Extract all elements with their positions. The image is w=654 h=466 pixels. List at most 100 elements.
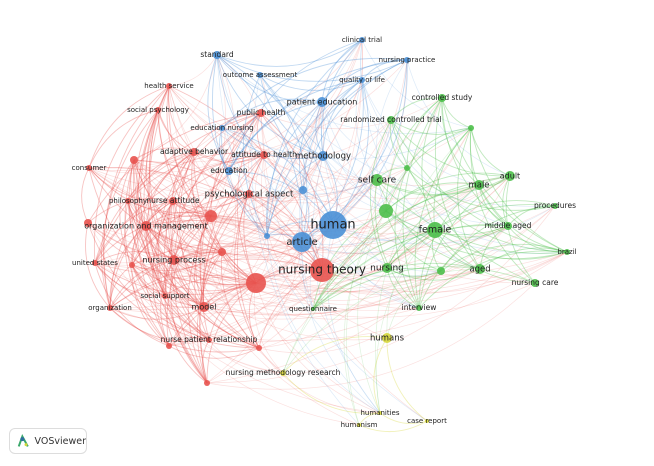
node-label[interactable]: nursing process xyxy=(142,256,205,265)
network-node[interactable] xyxy=(155,107,161,113)
node-label[interactable]: female xyxy=(419,225,452,236)
network-node[interactable] xyxy=(378,411,382,415)
network-node[interactable] xyxy=(206,337,212,343)
node-label[interactable]: self care xyxy=(358,176,397,186)
network-node[interactable] xyxy=(382,333,392,343)
node-label[interactable]: standard xyxy=(200,50,234,59)
network-node[interactable] xyxy=(438,94,446,102)
node-label[interactable]: quality of life xyxy=(339,76,385,84)
network-node[interactable] xyxy=(404,57,410,63)
network-node[interactable] xyxy=(166,83,172,89)
node-label[interactable]: male xyxy=(468,181,489,191)
node-label[interactable]: nursing theory xyxy=(278,263,366,277)
network-node[interactable] xyxy=(246,273,266,293)
network-node[interactable] xyxy=(86,165,92,171)
node-label[interactable]: organization and management xyxy=(84,222,207,231)
node-label[interactable]: brazil xyxy=(557,248,576,256)
node-label[interactable]: nursing methodology research xyxy=(226,368,341,377)
network-node[interactable] xyxy=(416,305,422,311)
network-node[interactable] xyxy=(257,109,265,117)
network-node[interactable] xyxy=(264,233,270,239)
network-node[interactable] xyxy=(504,222,512,230)
node-label[interactable]: philosophy xyxy=(109,197,147,205)
network-node[interactable] xyxy=(359,77,365,83)
network-node[interactable] xyxy=(371,174,383,186)
network-node[interactable] xyxy=(190,148,198,156)
network-node[interactable] xyxy=(129,262,135,268)
network-node[interactable] xyxy=(427,222,443,238)
network-node[interactable] xyxy=(425,419,429,423)
network-node[interactable] xyxy=(107,305,113,311)
node-label[interactable]: education nursing xyxy=(190,124,253,132)
node-label[interactable]: humanities xyxy=(360,409,399,417)
node-label[interactable]: nursing practice xyxy=(379,56,436,64)
network-node[interactable] xyxy=(299,186,307,194)
node-label[interactable]: patient education xyxy=(287,98,358,107)
network-node[interactable] xyxy=(468,125,474,131)
node-label[interactable]: nurse attitude xyxy=(146,196,200,205)
network-node[interactable] xyxy=(141,221,151,231)
node-label[interactable]: consumer xyxy=(72,164,107,172)
node-label[interactable]: methodology xyxy=(295,152,351,162)
network-node[interactable] xyxy=(359,37,365,43)
network-node[interactable] xyxy=(319,211,347,239)
network-node[interactable] xyxy=(213,51,221,59)
node-label[interactable]: united states xyxy=(72,259,118,267)
network-node[interactable] xyxy=(162,293,168,299)
network-node[interactable] xyxy=(379,204,393,218)
node-label[interactable]: interview xyxy=(402,303,437,312)
network-node[interactable] xyxy=(552,203,558,209)
node-label[interactable]: public health xyxy=(237,108,286,117)
vosviewer-logo[interactable]: VOSviewer xyxy=(9,428,87,454)
network-node[interactable] xyxy=(318,151,328,161)
network-node[interactable] xyxy=(437,267,445,275)
node-label[interactable]: outcome assessment xyxy=(223,71,298,79)
network-node[interactable] xyxy=(505,171,515,181)
network-node[interactable] xyxy=(311,307,315,311)
node-label[interactable]: social psychology xyxy=(127,106,189,114)
network-node[interactable] xyxy=(166,343,172,349)
network-node[interactable] xyxy=(205,210,217,222)
network-node[interactable] xyxy=(292,232,312,252)
node-label[interactable]: education xyxy=(210,166,247,175)
node-label[interactable]: attitude to health xyxy=(231,150,297,159)
network-node[interactable] xyxy=(317,97,327,107)
node-label[interactable]: article xyxy=(286,237,317,248)
node-label[interactable]: aged xyxy=(469,265,490,275)
node-label[interactable]: nurse patient relationship xyxy=(161,335,258,344)
network-node[interactable] xyxy=(218,248,226,256)
network-node[interactable] xyxy=(257,72,263,78)
node-label[interactable]: controlled study xyxy=(412,93,473,102)
node-label[interactable]: model xyxy=(192,303,217,312)
network-node[interactable] xyxy=(199,302,209,312)
network-node[interactable] xyxy=(474,180,484,190)
node-label[interactable]: human xyxy=(310,218,355,233)
node-label[interactable]: social support xyxy=(140,292,189,300)
node-label[interactable]: organization xyxy=(88,304,132,312)
node-label[interactable]: case report xyxy=(407,417,447,425)
network-node[interactable] xyxy=(84,219,92,227)
network-node[interactable] xyxy=(260,151,268,159)
network-node[interactable] xyxy=(280,370,286,376)
network-node[interactable] xyxy=(256,345,262,351)
network-node[interactable] xyxy=(219,125,225,131)
network-node[interactable] xyxy=(564,249,570,255)
node-label[interactable]: humans xyxy=(370,334,405,344)
network-node[interactable] xyxy=(204,380,210,386)
node-label[interactable]: adaptive behavior xyxy=(160,147,229,156)
network-node[interactable] xyxy=(125,198,131,204)
network-node[interactable] xyxy=(169,255,179,265)
node-label[interactable]: randomized controlled trial xyxy=(340,115,442,124)
network-node[interactable] xyxy=(387,116,395,124)
node-label[interactable]: procedures xyxy=(534,201,576,210)
network-node[interactable] xyxy=(382,263,392,273)
node-label[interactable]: psychological aspect xyxy=(205,190,294,200)
network-node[interactable] xyxy=(245,190,253,198)
network-node[interactable] xyxy=(130,156,138,164)
node-label[interactable]: middle aged xyxy=(485,221,532,230)
node-label[interactable]: nursing care xyxy=(512,278,559,287)
node-label[interactable]: humanism xyxy=(341,421,378,429)
node-label[interactable]: nursing xyxy=(370,264,404,274)
network-node[interactable] xyxy=(531,279,539,287)
